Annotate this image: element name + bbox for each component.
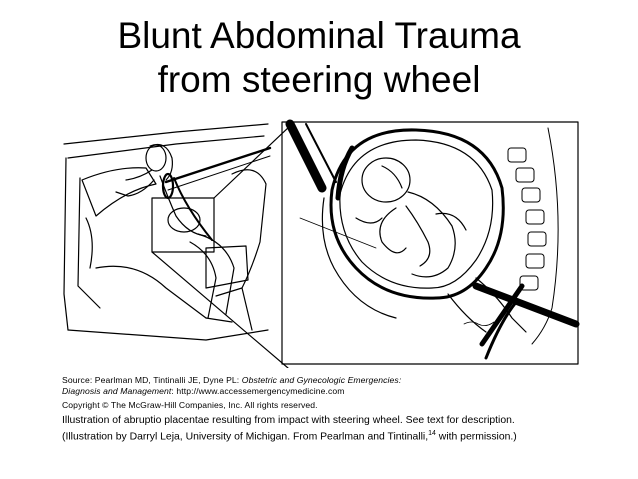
source-title: Obstetric and Gynecologic Emergencies: — [241, 375, 402, 385]
source-url: : http://www.accessemergencymedicine.com — [171, 386, 345, 396]
slide-title: Blunt Abdominal Trauma from steering whe… — [0, 14, 638, 102]
source-title-2: Diagnosis and Management — [62, 386, 172, 396]
description-line-2: (Illustration by Darryl Leja, University… — [62, 427, 582, 443]
description-permission: with permission.) — [435, 431, 517, 443]
figure-caption: Source: Pearlman MD, Tintinalli JE, Dyne… — [62, 375, 582, 443]
copyright-line: Copyright © The McGraw-Hill Companies, I… — [62, 400, 318, 410]
cross-section-drawing — [281, 119, 580, 365]
title-line-1: Blunt Abdominal Trauma — [117, 15, 521, 56]
trauma-illustration — [63, 119, 580, 368]
description-line-1: Illustration of abruptio placentae resul… — [62, 415, 515, 426]
reference-number: 14 — [428, 430, 436, 437]
source-prefix: Source: Pearlman MD, Tintinalli JE, Dyne… — [62, 375, 242, 385]
caption-description: Illustration of abruptio placentae resul… — [62, 414, 582, 443]
car-interior-drawing — [63, 123, 291, 368]
title-line-2: from steering wheel — [157, 59, 481, 100]
source-credit: Source: Pearlman MD, Tintinalli JE, Dyne… — [62, 375, 582, 397]
description-credit: (Illustration by Darryl Leja, University… — [62, 431, 429, 443]
